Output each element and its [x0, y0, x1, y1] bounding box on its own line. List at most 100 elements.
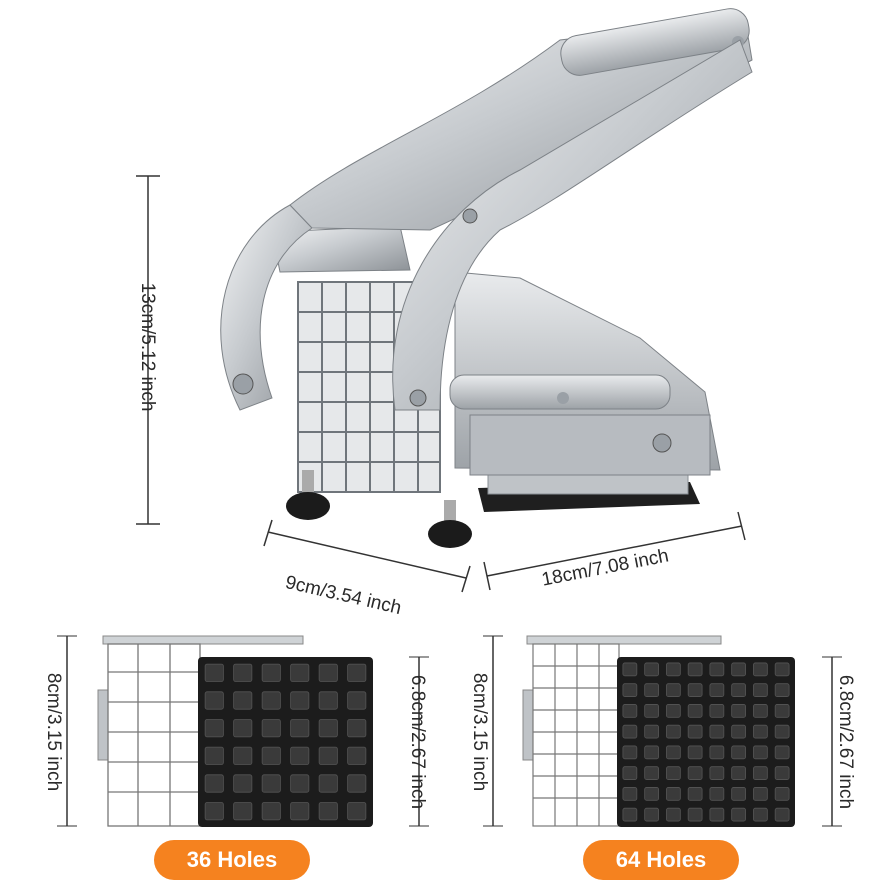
- blade-tooth: [753, 807, 768, 822]
- blade-tooth: [644, 683, 659, 697]
- blade-tooth: [622, 683, 638, 697]
- blade-tooth: [233, 802, 253, 821]
- blade-tooth: [709, 683, 725, 697]
- blade-tooth: [709, 766, 725, 780]
- blade-tooth: [318, 691, 338, 710]
- blade-tooth: [644, 745, 659, 760]
- blade-tooth: [290, 691, 310, 710]
- blade-tooth: [204, 719, 224, 738]
- blade-block-64: [617, 657, 795, 827]
- blade-tooth: [318, 663, 338, 682]
- blade-tooth: [204, 746, 224, 765]
- blade-tooth: [233, 774, 253, 793]
- blade-tooth: [687, 745, 703, 760]
- blade-tooth: [204, 774, 224, 793]
- blade-tooth: [687, 766, 703, 780]
- housing: [454, 271, 721, 476]
- blade-tooth: [622, 787, 638, 801]
- blade-tooth: [318, 746, 338, 765]
- blade-tooth: [347, 802, 367, 821]
- front-bar: [449, 374, 671, 410]
- blade-panel-36: [57, 635, 429, 827]
- blade-tooth: [347, 746, 367, 765]
- blade-tooth: [774, 745, 790, 760]
- blade-tooth: [318, 719, 338, 738]
- blade-64-blade-height-label: 6.8cm/2.67 inch: [835, 674, 856, 810]
- blade-tooth: [709, 662, 725, 677]
- blade-tooth: [204, 802, 224, 821]
- blade-tooth: [347, 774, 367, 793]
- blade-tooth: [347, 719, 367, 738]
- blade-tooth: [774, 787, 790, 801]
- blade-tooth: [666, 704, 681, 718]
- blade-tooth: [644, 662, 659, 677]
- blade-tooth: [233, 663, 253, 682]
- blade-tooth: [753, 704, 768, 718]
- blade-tooth: [204, 663, 224, 682]
- blade-tooth: [290, 663, 310, 682]
- blade-panel-64: [483, 635, 842, 827]
- blade-tooth: [233, 719, 253, 738]
- blade-tooth: [290, 746, 310, 765]
- blade-tooth: [709, 704, 725, 718]
- blade-tooth: [687, 807, 703, 822]
- blade-tooth: [318, 802, 338, 821]
- blade-tooth: [204, 691, 224, 710]
- right-arm: [392, 39, 753, 411]
- blade-tooth: [709, 724, 725, 739]
- blade-tooth: [290, 802, 310, 821]
- blade-64-frame-height-label: 8cm/3.15 inch: [469, 672, 490, 792]
- dimension-lines: [136, 175, 746, 593]
- blade-tooth: [753, 724, 768, 739]
- blade-tooth: [622, 662, 638, 677]
- blade-tooth: [753, 662, 768, 677]
- blade-tooth: [233, 691, 253, 710]
- blade-tooth: [731, 787, 746, 801]
- blade-tooth: [731, 662, 746, 677]
- blade-tooth: [709, 807, 725, 822]
- blade-tooth: [347, 663, 367, 682]
- blade-tooth: [731, 683, 746, 697]
- blade-tooth: [753, 683, 768, 697]
- blade-tooth: [261, 663, 281, 682]
- blade-tooth: [731, 807, 746, 822]
- blade-tooth: [233, 746, 253, 765]
- blade-tooth: [731, 766, 746, 780]
- blade-tooth: [753, 766, 768, 780]
- blade-tooth: [644, 766, 659, 780]
- blade-36-frame-height-label: 8cm/3.15 inch: [43, 672, 64, 792]
- blade-tooth: [709, 787, 725, 801]
- blade-cage: [297, 281, 441, 493]
- blade-tooth: [666, 766, 681, 780]
- blade-tooth: [774, 766, 790, 780]
- blade-tooth: [753, 787, 768, 801]
- blade-tooth: [666, 807, 681, 822]
- blade-tooth: [318, 774, 338, 793]
- blade-tooth: [666, 787, 681, 801]
- blade-tooth: [261, 691, 281, 710]
- blade-tooth: [774, 704, 790, 718]
- blade-64-badge: 64 Holes: [583, 840, 739, 880]
- blade-tooth: [731, 745, 746, 760]
- blade-tooth: [622, 745, 638, 760]
- blade-tooth: [644, 724, 659, 739]
- blade-tooth: [731, 704, 746, 718]
- blade-tooth: [666, 724, 681, 739]
- blade-tooth: [687, 683, 703, 697]
- blade-tooth: [687, 724, 703, 739]
- blade-tooth: [622, 766, 638, 780]
- blade-tooth: [644, 787, 659, 801]
- blade-36-blade-height-label: 6.8cm/2.67 inch: [407, 674, 428, 810]
- base-tray: [478, 469, 700, 512]
- blade-block-36: [198, 657, 373, 827]
- blade-tooth: [753, 745, 768, 760]
- blade-tooth: [347, 691, 367, 710]
- blade-tooth: [666, 745, 681, 760]
- blade-tooth: [687, 787, 703, 801]
- blade-tooth: [261, 802, 281, 821]
- blade-tooth: [687, 662, 703, 677]
- blade-tooth: [261, 774, 281, 793]
- blade-tooth: [666, 683, 681, 697]
- blade-tooth: [774, 807, 790, 822]
